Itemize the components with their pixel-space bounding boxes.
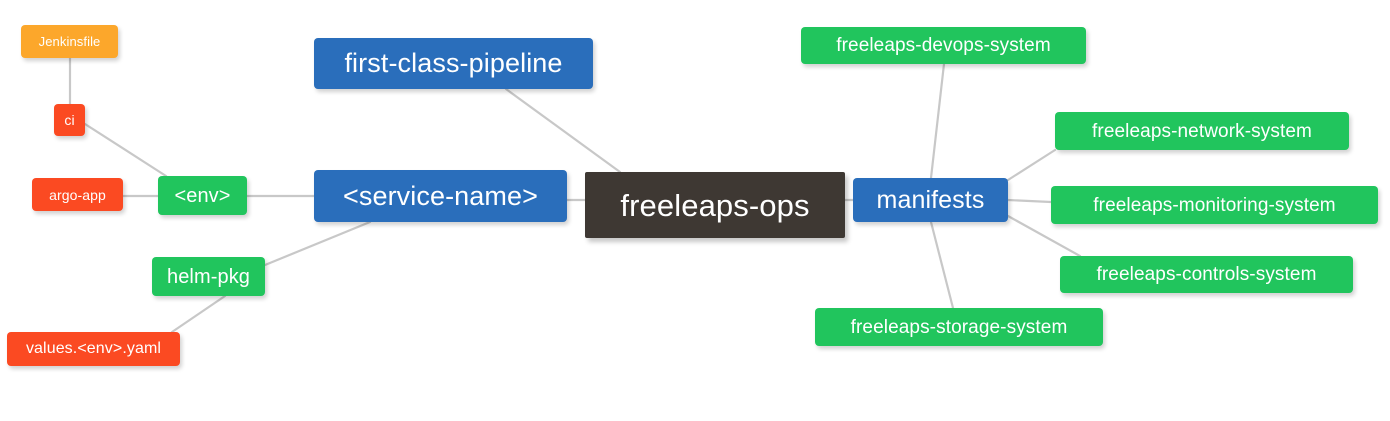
edge-values-env-yaml-to-helm-pkg [170,294,227,334]
mindmap-node-freeleaps-ops[interactable]: freeleaps-ops [585,172,845,238]
node-label: freeleaps-storage-system [850,316,1068,338]
mindmap-node-ci[interactable]: ci [54,104,85,136]
edge-manifests-to-freeleaps-monitoring-system [1006,198,1053,204]
node-label: ci [64,112,75,128]
mindmap-node-values-env-yaml[interactable]: values.<env>.yaml [7,332,180,366]
mindmap-node-freeleaps-controls-system[interactable]: freeleaps-controls-system [1060,256,1353,293]
node-label: freeleaps-monitoring-system [1093,194,1336,216]
node-label: Jenkinsfile [38,34,101,49]
mindmap-node-env[interactable]: <env> [158,176,247,215]
mindmap-node-helm-pkg[interactable]: helm-pkg [152,257,265,296]
node-label: freeleaps-ops [620,187,810,223]
mindmap-node-manifests[interactable]: manifests [853,178,1008,222]
edge-manifests-to-freeleaps-network-system [1006,148,1057,182]
mindmap-node-freeleaps-network-system[interactable]: freeleaps-network-system [1055,112,1349,150]
node-label: manifests [876,185,985,214]
mindmap-node-jenkinsfile[interactable]: Jenkinsfile [21,25,118,58]
mindmap-node-freeleaps-monitoring-system[interactable]: freeleaps-monitoring-system [1051,186,1378,224]
node-label: first-class-pipeline [344,48,563,78]
mindmap-node-argo-app[interactable]: argo-app [32,178,123,211]
edge-manifests-to-freeleaps-devops-system [929,62,946,180]
node-label: argo-app [49,186,106,203]
mindmap-node-freeleaps-storage-system[interactable]: freeleaps-storage-system [815,308,1103,346]
node-label: freeleaps-devops-system [836,35,1051,56]
node-label: <service-name> [343,180,538,211]
edge-manifests-to-freeleaps-storage-system [929,220,955,310]
mindmap-node-first-class-pipeline[interactable]: first-class-pipeline [314,38,593,89]
node-label: <env> [174,184,231,207]
edge-helm-pkg-to-service-name [263,220,372,267]
node-label: helm-pkg [166,265,251,288]
edge-first-class-pipeline-to-freeleaps-ops [504,87,622,174]
mindmap-node-service-name[interactable]: <service-name> [314,170,567,222]
node-label: values.<env>.yaml [25,340,162,357]
mindmap-node-freeleaps-devops-system[interactable]: freeleaps-devops-system [801,27,1086,64]
node-label: freeleaps-controls-system [1096,264,1317,285]
edge-ci-to-env [83,122,168,178]
node-label: freeleaps-network-system [1092,120,1312,142]
